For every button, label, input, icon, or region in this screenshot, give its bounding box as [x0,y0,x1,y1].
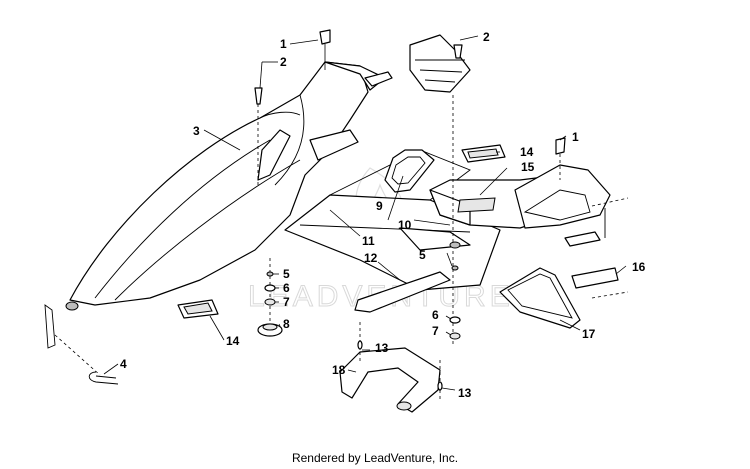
callout-9: 9 [376,199,383,213]
callout-8: 8 [283,317,290,331]
callout-16: 16 [632,260,646,274]
footer-credit: Rendered by LeadVenture, Inc. [291,451,459,465]
hood-assembly [65,61,393,311]
callout-12: 12 [364,251,378,265]
callout-11: 11 [362,234,375,248]
callout-15: 15 [521,160,535,174]
callout-2-right: 2 [483,30,490,44]
callout-13-right: 13 [458,386,472,400]
trim-parts [499,197,629,329]
callout-1-left: 1 [280,37,287,51]
bracket-18 [339,347,441,413]
hardware-right [449,95,461,345]
pads [177,144,506,319]
belly-pan [284,149,501,313]
callout-6-right: 6 [432,308,439,322]
seat-assembly [399,34,611,251]
callout-18: 18 [332,363,346,377]
callout-13-left: 13 [375,341,389,355]
callout-5-left: 5 [283,267,290,281]
callout-4: 4 [120,357,127,371]
callout-6-left: 6 [283,281,290,295]
callout-10: 10 [398,218,412,232]
callout-3: 3 [193,124,200,138]
callout-2-left: 2 [280,55,287,69]
callout-14-left: 14 [226,334,240,348]
callout-5-right: 5 [419,248,426,262]
callout-7-right: 7 [432,324,439,338]
callout-17: 17 [582,327,596,341]
callouts: 1 2 2 1 3 4 5 6 7 8 5 6 7 9 10 11 12 13 … [120,30,646,400]
callout-14-right: 14 [520,145,534,159]
callout-1-right: 1 [572,130,579,144]
fasteners [44,29,566,400]
hardware-left [257,258,283,337]
leader-lines [103,35,627,391]
callout-7-left: 7 [283,295,290,309]
